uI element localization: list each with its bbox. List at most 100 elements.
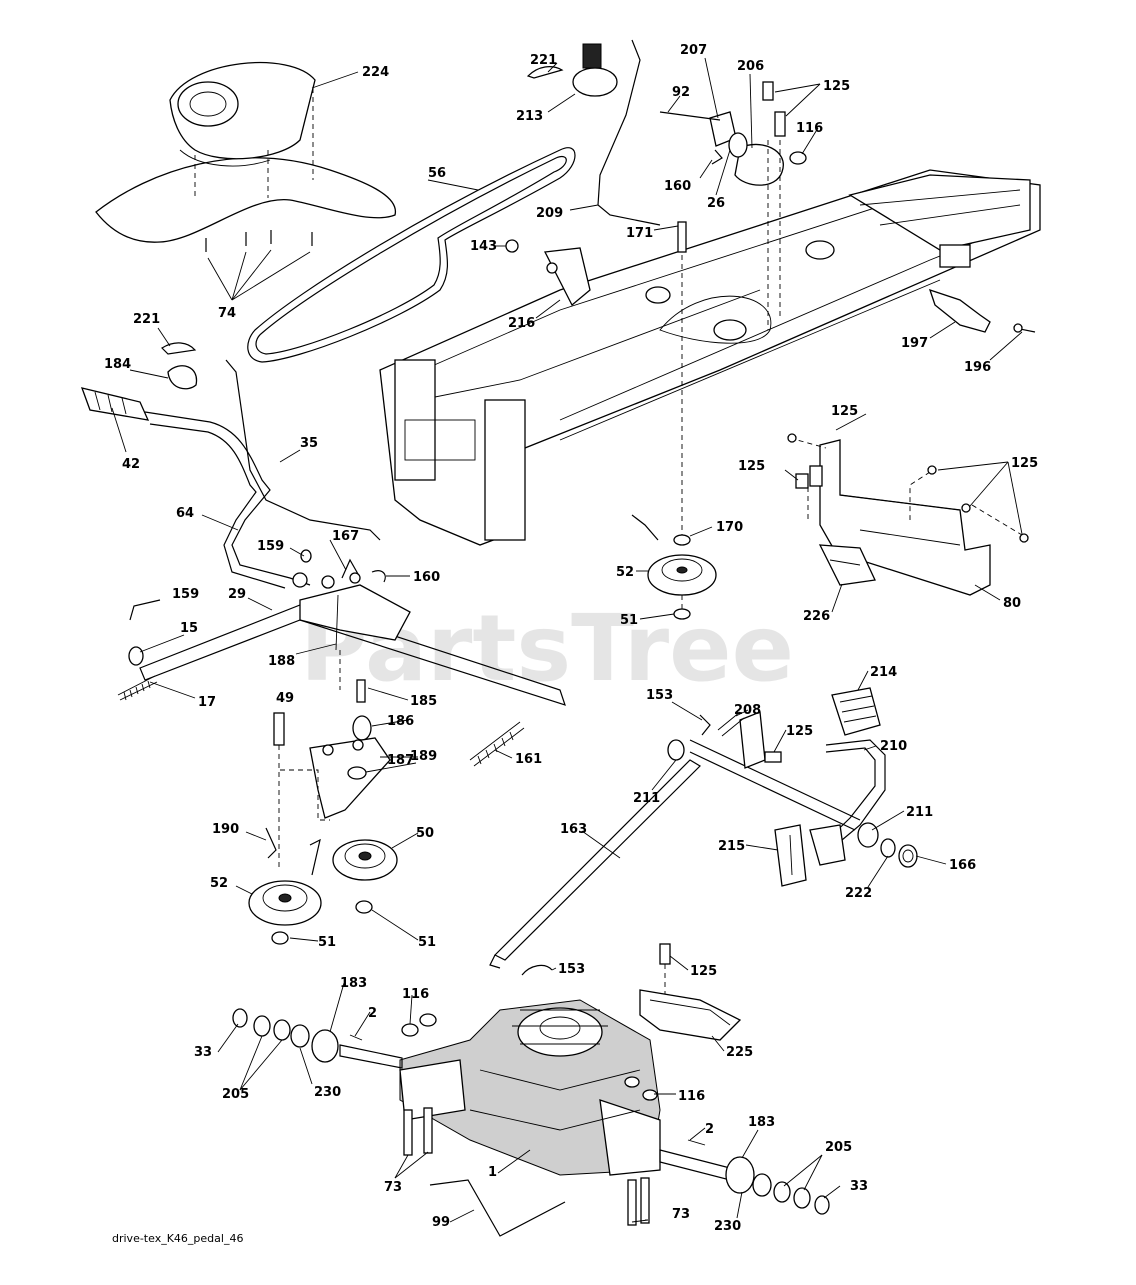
callout-185: 185	[410, 694, 437, 709]
clip-170	[631, 514, 691, 546]
callout-216: 216	[508, 316, 535, 331]
callout-35: 35	[300, 436, 318, 451]
callout-159-left: 159	[172, 587, 199, 602]
callout-205-right: 205	[825, 1140, 852, 1155]
callout-116: 116	[796, 121, 823, 136]
callout-116-bottom: 116	[402, 987, 429, 1002]
callout-161: 161	[515, 752, 542, 767]
callout-92: 92	[672, 85, 690, 100]
callout-215: 215	[718, 839, 745, 854]
callout-225: 225	[726, 1045, 753, 1060]
callout-197: 197	[901, 336, 928, 351]
spring-159-small	[300, 549, 312, 563]
callout-209: 209	[536, 206, 563, 221]
clip-160-top	[711, 149, 723, 165]
callout-33-right: 33	[850, 1179, 868, 1194]
spring-161	[469, 721, 525, 767]
callout-196: 196	[964, 360, 991, 375]
callout-230-left: 230	[314, 1085, 341, 1100]
drive-belt-56	[247, 147, 576, 363]
grip-42	[80, 387, 150, 421]
callout-42: 42	[122, 457, 140, 472]
callout-153: 153	[646, 688, 673, 703]
callout-221: 221	[530, 53, 557, 68]
callout-33-left: 33	[194, 1045, 212, 1060]
nuts-116-bottom	[401, 1013, 658, 1101]
callout-99: 99	[432, 1215, 450, 1230]
callout-29: 29	[228, 587, 246, 602]
lever-shaft-64	[144, 411, 311, 589]
lift-rod-209	[597, 39, 661, 226]
transaxle-1	[399, 999, 661, 1176]
callout-208: 208	[734, 703, 761, 718]
axle-right	[659, 1149, 731, 1181]
callout-153-bottom: 153	[558, 962, 585, 977]
callout-125-bottom: 125	[690, 964, 717, 979]
spring-17	[117, 675, 158, 701]
bolt-185	[339, 650, 366, 703]
pulley-52-center	[647, 554, 717, 610]
callout-207: 207	[680, 43, 707, 58]
callout-160: 160	[664, 179, 691, 194]
bracket-225	[639, 989, 742, 1041]
pulley-50	[332, 839, 398, 881]
bracket-184	[167, 365, 198, 390]
diagram-caption: drive-tex_K46_pedal_46	[112, 1232, 243, 1245]
bushing-186	[352, 715, 372, 741]
spacer-190	[265, 827, 321, 876]
ring-166	[898, 844, 918, 868]
callout-80: 80	[1003, 596, 1021, 611]
callout-73-left: 73	[384, 1180, 402, 1195]
callout-49: 49	[276, 691, 294, 706]
callout-50: 50	[416, 826, 434, 841]
callout-226: 226	[803, 609, 830, 624]
callout-74: 74	[218, 306, 236, 321]
washer-15	[128, 646, 144, 666]
callout-159: 159	[257, 539, 284, 554]
bracket-226	[818, 544, 876, 586]
cotter-pin-221-left	[161, 342, 197, 355]
callout-213: 213	[516, 109, 543, 124]
nut-51-left	[271, 931, 289, 945]
rear-hitch-197	[928, 288, 1036, 333]
cotter-pin-221-top	[526, 66, 564, 79]
pivot-bracket-188	[292, 572, 411, 651]
callout-labels: 224 221 213 207 206 92 125 116 160 26 56…	[104, 43, 1038, 1234]
callout-125-bracket-right: 125	[1011, 456, 1038, 471]
leader-lines	[111, 57, 1023, 1223]
spring-159-left	[129, 599, 161, 621]
callout-52-left: 52	[210, 876, 228, 891]
callout-183-right: 183	[748, 1115, 775, 1130]
knob-213	[572, 43, 618, 97]
rod-35	[225, 359, 381, 541]
bracket-207	[659, 111, 737, 147]
idler-arm-189	[280, 737, 391, 821]
callout-186: 186	[387, 714, 414, 729]
nut-51-center	[673, 608, 691, 620]
bolt-125-bottom	[659, 943, 671, 1000]
axle-left	[339, 1044, 403, 1069]
hub-parts-left	[232, 1008, 363, 1063]
callout-187: 187	[387, 753, 414, 768]
callout-221-left: 221	[133, 312, 160, 327]
callout-125-bracket-left: 125	[738, 459, 765, 474]
callout-190: 190	[212, 822, 239, 837]
callout-210: 210	[880, 739, 907, 754]
fender-bolts-74	[205, 230, 313, 301]
callout-51-left: 51	[318, 935, 336, 950]
callout-184: 184	[104, 357, 131, 372]
callout-52-center: 52	[616, 565, 634, 580]
washer-211-left	[667, 739, 685, 761]
callout-2-left: 2	[368, 1006, 377, 1021]
callout-15: 15	[180, 621, 198, 636]
callout-167: 167	[332, 529, 359, 544]
bolts-125-top	[762, 81, 786, 330]
fender-seat-pan	[95, 62, 396, 243]
callout-171: 171	[626, 226, 653, 241]
bolt-49	[273, 712, 285, 870]
callout-64: 64	[176, 506, 194, 521]
callout-183-left: 183	[340, 976, 367, 991]
pulley-52-left	[248, 880, 322, 926]
